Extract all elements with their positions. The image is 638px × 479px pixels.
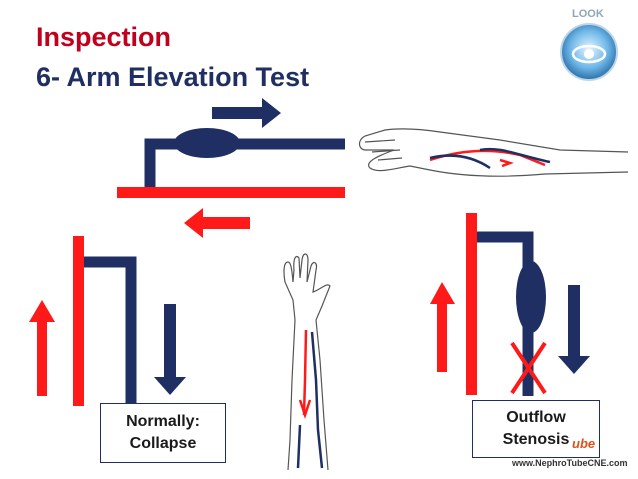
slide-subtitle: 6- Arm Elevation Test: [36, 62, 310, 92]
top-vein-aneurysm: [174, 128, 240, 158]
right-vein-aneurysm: [516, 261, 546, 333]
look-badge-label: LOOK: [572, 8, 604, 20]
right-diagram: [430, 213, 590, 396]
stenosis-x-mark: [510, 341, 547, 395]
flow-right-arrow: [212, 98, 281, 128]
right-vein-line: [477, 231, 534, 396]
left-artery-line: [73, 236, 84, 406]
left-diagram: [29, 236, 186, 406]
top-vein-line: [144, 138, 345, 188]
horizontal-arm-drawing: [358, 128, 629, 177]
top-fistula-diagram: [117, 98, 345, 238]
slide-title: Inspection: [36, 22, 172, 52]
outflow-stenosis-label: Outflow Stenosis: [472, 400, 600, 458]
right-up-arrow: [430, 282, 455, 372]
label-line: Normally:: [126, 413, 200, 430]
label-line: Outflow: [506, 409, 566, 426]
label-line: Stenosis: [502, 431, 570, 448]
left-up-arrow: [29, 300, 55, 396]
right-artery-line: [466, 213, 477, 395]
watermark-url: www.NephroTubeCNE.com: [512, 458, 628, 468]
right-down-arrow: [558, 285, 590, 374]
eye-icon: [560, 23, 618, 81]
label-line: Collapse: [129, 435, 197, 452]
left-vein-line: [84, 256, 137, 404]
normally-collapse-label: Normally: Collapse: [100, 403, 226, 463]
top-artery-line: [117, 187, 345, 198]
flow-left-arrow: [184, 208, 250, 238]
watermark-logo-fragment: ube: [572, 436, 596, 451]
left-down-arrow: [154, 304, 186, 395]
vertical-arm-drawing: [283, 253, 331, 471]
